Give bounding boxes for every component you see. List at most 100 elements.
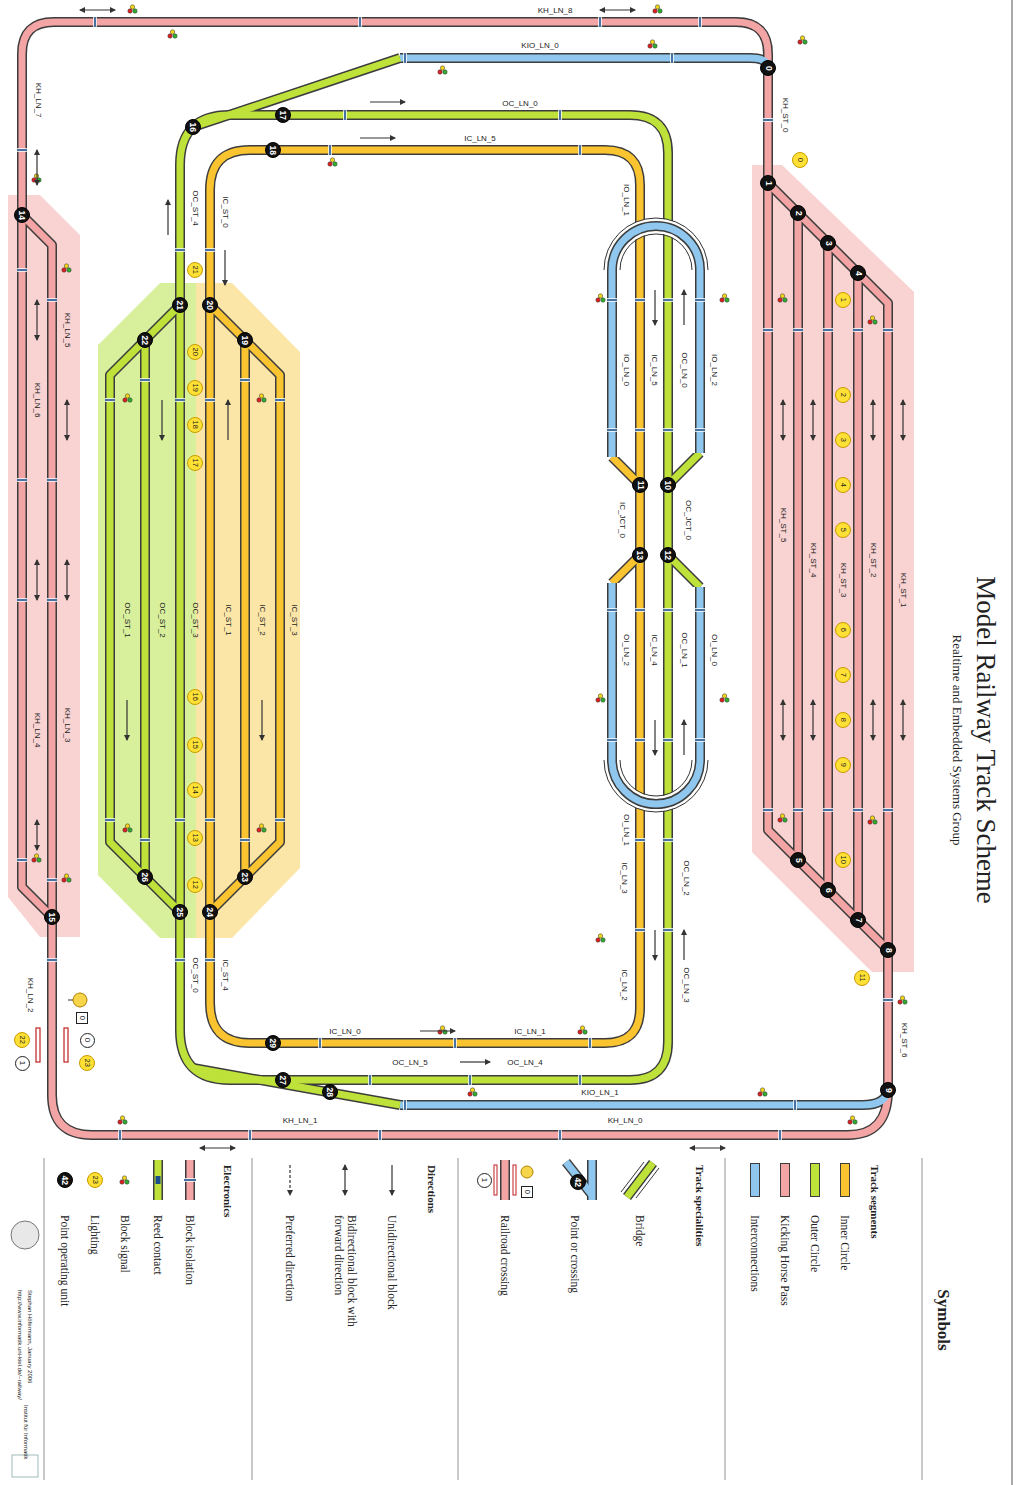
block-isolation [635, 739, 645, 741]
direction-arrow [167, 200, 168, 235]
block-isolation [17, 269, 27, 271]
signal-lamp [898, 1000, 902, 1004]
legend-text: Lighting [89, 1215, 101, 1255]
signal-lamp [62, 268, 66, 272]
block-gap [17, 598, 27, 602]
signal-lamp [333, 162, 337, 166]
point-unit: 19 [237, 332, 253, 348]
track-label: OC_LN_0 [502, 99, 538, 108]
lighting-marker: 17 [187, 455, 203, 471]
signal-lamp [780, 814, 784, 818]
direction-arrow [683, 930, 684, 960]
block-gap [635, 428, 645, 432]
track-label: IC_LN_0 [329, 1027, 361, 1036]
node-number: 8 [839, 718, 847, 722]
block-isolation [175, 959, 185, 961]
track-label: IC_LN_5 [650, 354, 659, 386]
legend-text: Inner Circle [839, 1215, 851, 1270]
legend-heading: Symbols [933, 1289, 953, 1350]
signal-lamp [870, 816, 874, 820]
node-number: 5 [794, 858, 803, 863]
block-gap [275, 398, 285, 402]
legend-heading: Track specialities [694, 1165, 706, 1246]
signal-lamp [598, 934, 602, 938]
block-isolation [205, 249, 215, 251]
block-gap [248, 1130, 252, 1140]
legend-separator [252, 1158, 253, 1480]
point-unit: 22 [137, 332, 153, 348]
node-number: 27 [279, 1075, 288, 1084]
track-outline [185, 1160, 195, 1200]
block-isolation [240, 839, 250, 841]
node-number: 1 [18, 1061, 26, 1065]
track-outline [140, 340, 150, 877]
block-gap [670, 53, 674, 63]
signal-lamp [583, 1030, 587, 1034]
block-gap [47, 958, 57, 962]
block-gap [883, 998, 893, 1002]
block-gap [403, 1100, 407, 1110]
block-gap [558, 1130, 562, 1140]
node-number: 4 [839, 483, 847, 487]
track-label: KH_ST_5 [779, 508, 788, 543]
signal-lamp [853, 1120, 857, 1124]
direction-arrow [654, 930, 655, 960]
block-isolation [763, 809, 773, 811]
track-segment [22, 215, 52, 917]
signal-lamp [34, 854, 38, 858]
block-isolation [47, 959, 57, 961]
legend-heading: Directions [426, 1165, 438, 1213]
signal-lamp [123, 398, 127, 402]
track-label: KH_LN_2 [26, 978, 35, 1013]
signal-lamp [803, 40, 807, 44]
node-number: 17 [191, 459, 199, 467]
block-isolation [853, 809, 863, 811]
track-outline [22, 215, 52, 917]
block-isolation [663, 839, 673, 841]
signal-lamp [257, 828, 261, 832]
track-outline [612, 583, 700, 804]
track-label: OC_ST_4 [191, 190, 200, 226]
lighting-marker: 12 [187, 877, 203, 893]
block-gap [607, 738, 617, 742]
track-outline [612, 226, 700, 457]
track-outline [823, 243, 833, 890]
signal-lamp [259, 394, 263, 398]
signal-lamp [259, 824, 263, 828]
point-unit: 26 [137, 869, 153, 885]
block-gap [558, 110, 562, 120]
block-gap [328, 145, 332, 155]
block-isolation [695, 299, 705, 301]
crossing-lamp [521, 1166, 533, 1178]
track-label: OI_LN_2 [622, 634, 631, 666]
block-isolation [883, 999, 893, 1001]
signal-lamp [722, 294, 726, 298]
block-gap [47, 298, 57, 302]
block-gap [793, 1100, 797, 1110]
lighting-marker: 8 [835, 712, 851, 728]
legend-swatch [840, 1163, 850, 1197]
block-isolation [47, 599, 57, 601]
signal-lamp [173, 34, 177, 38]
block-gap [175, 958, 185, 962]
node-number: 13 [191, 834, 199, 842]
node-number: 18 [191, 421, 199, 429]
track-label: OC_ST_2 [158, 602, 167, 638]
legend-text: Bridge [634, 1215, 646, 1246]
track-outline [22, 215, 52, 917]
direction-arrow [66, 400, 67, 440]
direction-arrow [36, 150, 37, 185]
signal-lamp [900, 996, 904, 1000]
block-isolation [823, 809, 833, 811]
block-isolation [663, 609, 673, 611]
block-gap [663, 738, 673, 742]
signal-lamp [123, 828, 127, 832]
block-gap [175, 398, 185, 402]
node-number: 7 [839, 673, 847, 677]
point-unit: 11 [632, 477, 648, 493]
block-isolation [47, 479, 57, 481]
signal-lamp [601, 698, 605, 702]
block-gap [205, 818, 215, 822]
track-segment [502, 1160, 509, 1200]
track-outline [853, 273, 863, 920]
